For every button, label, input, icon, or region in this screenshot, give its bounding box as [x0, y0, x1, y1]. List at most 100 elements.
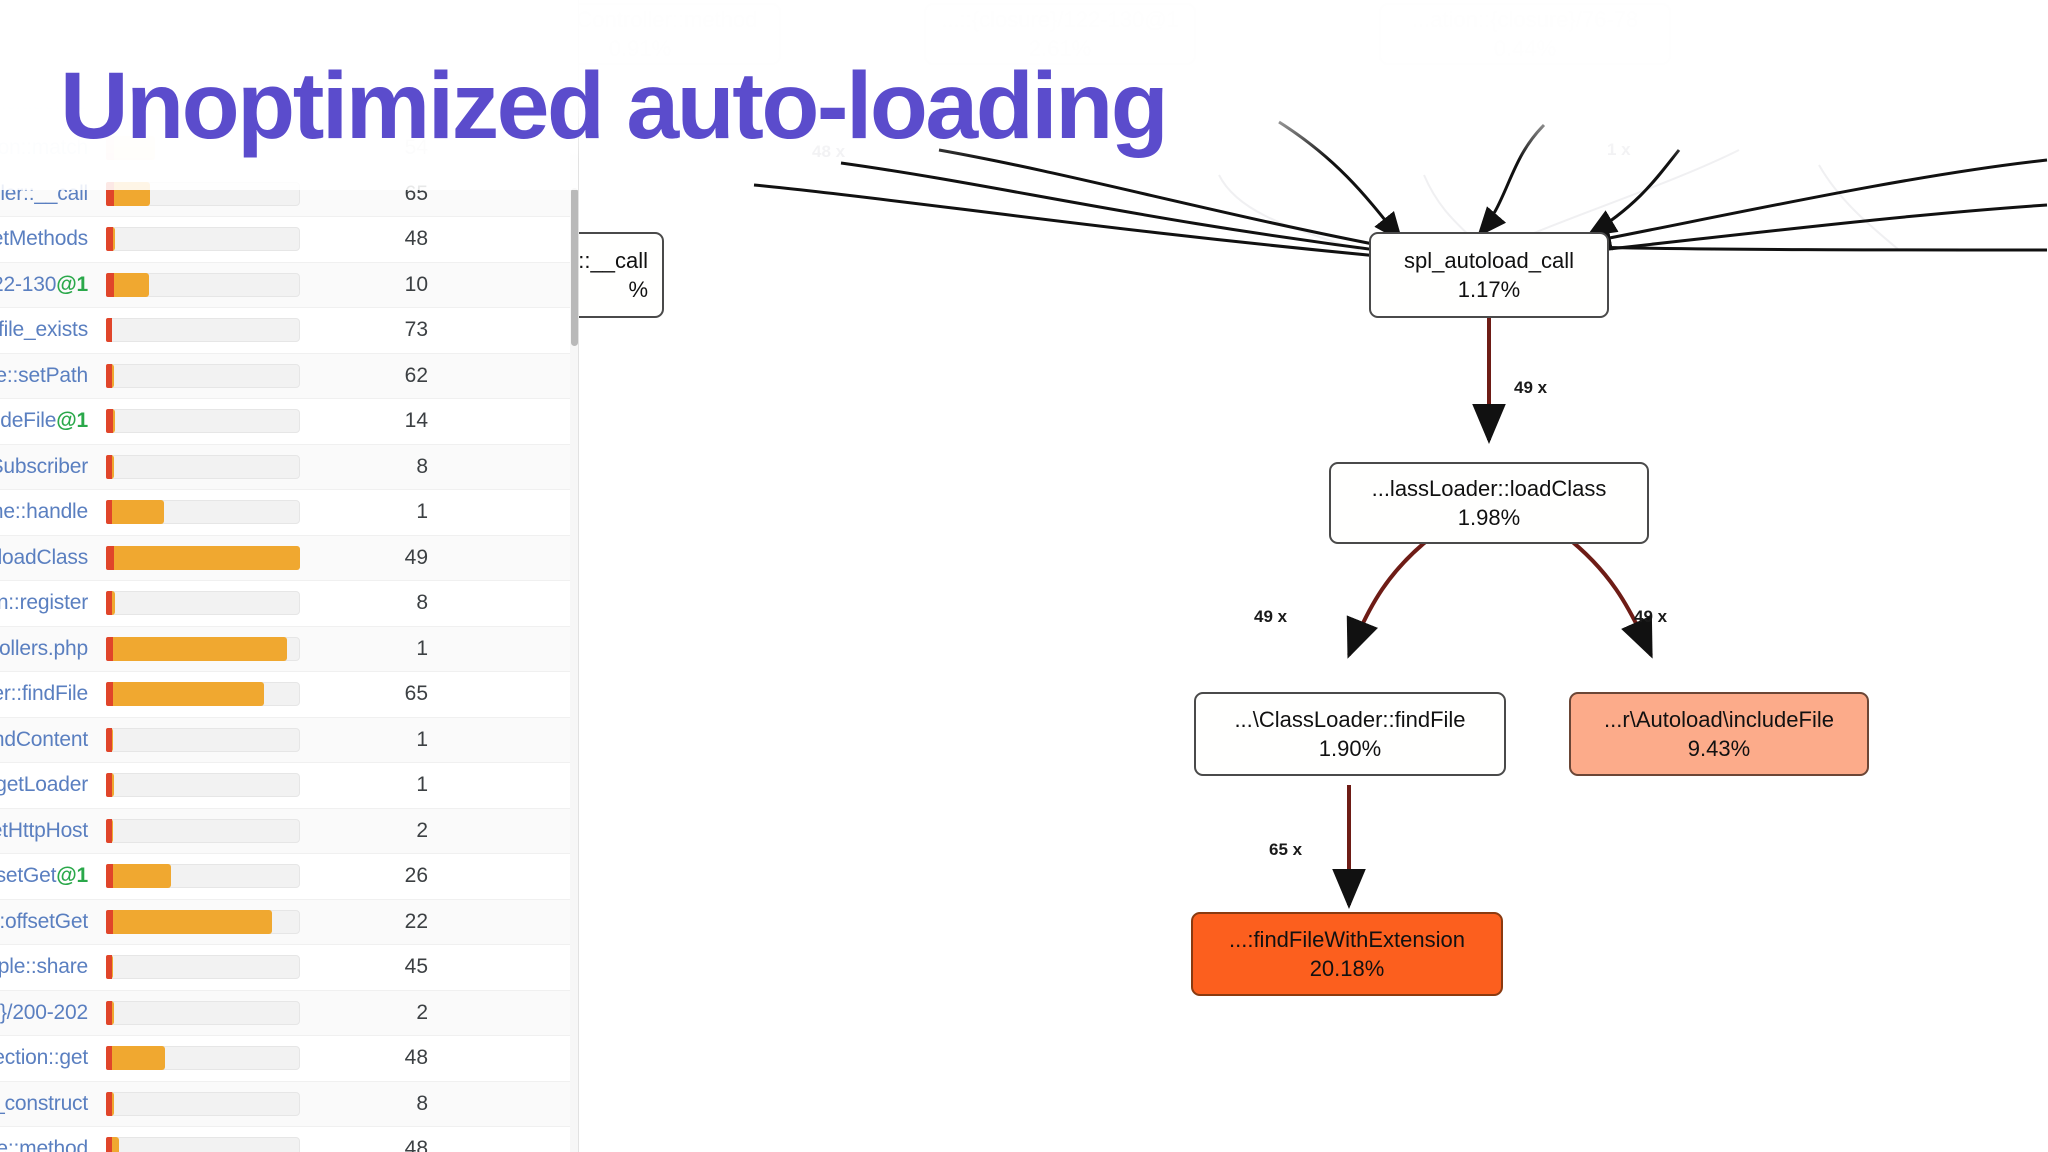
row-function-name[interactable]: ...on\Request::getHttpHost: [0, 818, 88, 842]
graph-node-controller-call[interactable]: ...ler::__call %: [579, 232, 664, 318]
node-label: ...\ClassLoader::findFile: [1234, 706, 1466, 732]
table-row[interactable]: file_exists 73: [0, 308, 578, 354]
node-label: ...:findFileWithExtension: [1229, 926, 1465, 952]
row-function-name[interactable]: ...Response::sendContent: [0, 727, 88, 751]
row-function-name[interactable]: ...\Autoload\includeFile@1: [0, 409, 88, 433]
metric-bar-exclusive: [106, 181, 114, 206]
metric-bar-track: [106, 227, 300, 252]
node-percent: 20.18%: [1309, 956, 1385, 981]
table-row[interactable]: ...uting\Route::__construct 8: [0, 1081, 578, 1127]
node-percent: 1.98%: [1457, 505, 1521, 530]
row-function-name[interactable]: Silex\Controller::__call: [0, 181, 88, 205]
graph-node-classloader-loadclass[interactable]: ...lassLoader::loadClass 1.98%: [1329, 462, 1649, 544]
metric-bar-exclusive: [106, 318, 113, 343]
row-function-variant: @1: [56, 864, 88, 888]
metric-bar-exclusive: [106, 864, 114, 889]
row-function-name[interactable]: ...\ClassLoader::loadClass: [0, 545, 88, 569]
table-row[interactable]: ...\Autoload\includeFile@114: [0, 399, 578, 445]
profiler-table: Function / Metric % Excl. ▼ % Incl. Call…: [0, 0, 578, 1152]
node-percent: %: [628, 277, 648, 302]
sort-chevron-down-icon[interactable]: ▼: [224, 7, 242, 26]
metric-bar-track: [106, 1091, 300, 1116]
graph-node-findfilewithextension[interactable]: ...:findFileWithExtension 20.18%: [1191, 912, 1503, 996]
node-label: Silex\Controller::method: [579, 6, 758, 32]
graph-node-autoload-includefile[interactable]: ...r\Autoload\includeFile 9.43%: [1569, 692, 1869, 776]
row-calls-count: 62: [404, 363, 428, 387]
table-row[interactable]: ...uting\Route::setMethods 48: [0, 217, 578, 263]
metric-bar-track: [106, 955, 300, 980]
row-function-name[interactable]: Pimple::offsetGet@1: [0, 864, 88, 888]
row-function-name[interactable]: Silex\Application::register: [0, 591, 88, 615]
row-function-name[interactable]: ...uting\Route::setMethods: [0, 227, 88, 251]
graph-node-closure-76-78[interactable]: ...ation::{closure}/76-78 0.44%: [1379, 3, 1671, 65]
row-function-name[interactable]: ...ad\ClassLoader::findFile: [0, 682, 88, 706]
table-row[interactable]: ...\Routing\Route::setPath 62: [0, 353, 578, 399]
table-row[interactable]: Pimple::offsetGet@126: [0, 854, 578, 900]
metric-bar-track: [106, 773, 300, 798]
row-metric-bars: [100, 861, 330, 891]
row-function-name[interactable]: ...ControllerCollection::get: [0, 1046, 88, 1070]
table-row[interactable]: ..._init::src/controllers.php 1: [0, 626, 578, 672]
table-row[interactable]: ...spatcher::addSubscriber8: [0, 444, 578, 490]
metric-bar-inclusive: [106, 500, 164, 525]
panel-divider: [578, 0, 579, 1152]
row-function-name[interactable]: file_exists: [0, 318, 88, 342]
row-function-name[interactable]: Pimple::share: [0, 955, 88, 979]
column-header-function[interactable]: Function / Metric: [0, 7, 90, 26]
table-row[interactable]: ...\ClassLoader::loadClass49: [0, 535, 578, 581]
call-graph-canvas[interactable]: Silex\Controller::method 0.91% ...::{clo…: [579, 0, 2048, 1152]
row-function-name[interactable]: Silex\Route::method: [0, 1137, 88, 1152]
column-header-excl[interactable]: % Excl.: [157, 7, 214, 26]
node-label: ...r\Autoload\includeFile: [1604, 706, 1834, 732]
row-function-name[interactable]: ...ache\HttpCache::handle: [0, 500, 88, 524]
column-header-incl[interactable]: % Incl.: [250, 7, 302, 26]
column-header-calls[interactable]: Calls: [416, 7, 454, 26]
graph-node-classloader-findfile[interactable]: ...\ClassLoader::findFile 1.90%: [1194, 692, 1506, 776]
row-function-name[interactable]: ...ldae02e0eb3::getLoader: [0, 773, 88, 797]
row-function-name[interactable]: ...on::{closure}/122-130@1: [0, 272, 88, 296]
metric-bar-track: [106, 363, 300, 388]
metric-bar-exclusive: [106, 1137, 113, 1152]
table-scrollbar-thumb[interactable]: [571, 188, 578, 346]
table-row[interactable]: ...on\Request::getHttpHost2: [0, 808, 578, 854]
row-calls-count: 1: [416, 636, 428, 660]
table-row[interactable]: ...Response::sendContent1: [0, 717, 578, 763]
node-label: ...::{closure}/122-130@1: [941, 6, 1179, 32]
node-percent: 1.17%: [1457, 277, 1521, 302]
row-function-name[interactable]: ...\Routing\Route::setPath: [0, 363, 88, 387]
row-metric-bars: [100, 224, 330, 254]
call-graph-edges: [753, 120, 2048, 909]
row-function-name[interactable]: ...uting\Route::__construct: [0, 1091, 88, 1115]
graph-node-spl-autoload-call[interactable]: spl_autoload_call 1.17%: [1369, 232, 1609, 318]
row-calls-count: 10: [404, 272, 428, 296]
table-scrollbar[interactable]: [570, 0, 578, 1152]
metric-bar-inclusive: [106, 1046, 166, 1071]
metric-bar-track: [106, 818, 300, 843]
row-calls-count: 48: [404, 227, 428, 251]
row-calls-count: 8: [416, 591, 428, 615]
profiler-table-panel[interactable]: Function / Metric % Excl. ▼ % Incl. Call…: [0, 0, 578, 1152]
metric-bar-track: [106, 409, 300, 434]
row-function-name[interactable]: Pimple::offsetGet: [0, 909, 88, 933]
table-row[interactable]: ...on::{closure}/122-130@1 10: [0, 262, 578, 308]
row-function-name[interactable]: ...imple::{closure}/200-202: [0, 1000, 88, 1024]
row-function-name[interactable]: ..._init::src/controllers.php: [0, 636, 88, 660]
table-row[interactable]: Silex\Application::register 8: [0, 581, 578, 627]
metric-bar-track: [106, 727, 300, 752]
metric-bar-exclusive: [106, 591, 113, 616]
metric-bar-exclusive: [106, 1000, 113, 1025]
row-function-name[interactable]: ...spatcher::addSubscriber: [0, 454, 88, 478]
row-calls-count: 73: [404, 318, 428, 342]
row-calls-count: 8: [416, 1091, 428, 1115]
row-metric-bars: [100, 179, 330, 209]
row-metric-bars: [100, 543, 330, 573]
